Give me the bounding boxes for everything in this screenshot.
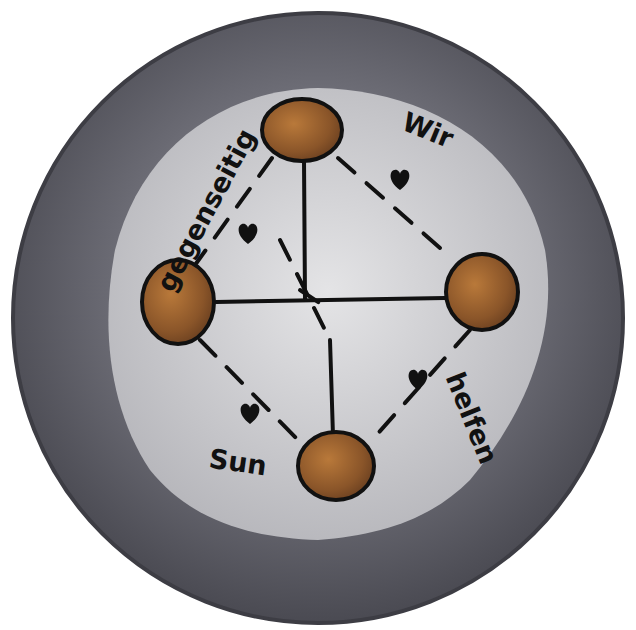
inner-field [108,88,548,540]
dashed-diamond [195,158,470,440]
hearts [239,170,428,424]
outer-disc [13,13,623,623]
handwritten-word: Sun [207,445,268,480]
brown-circles [142,99,518,500]
